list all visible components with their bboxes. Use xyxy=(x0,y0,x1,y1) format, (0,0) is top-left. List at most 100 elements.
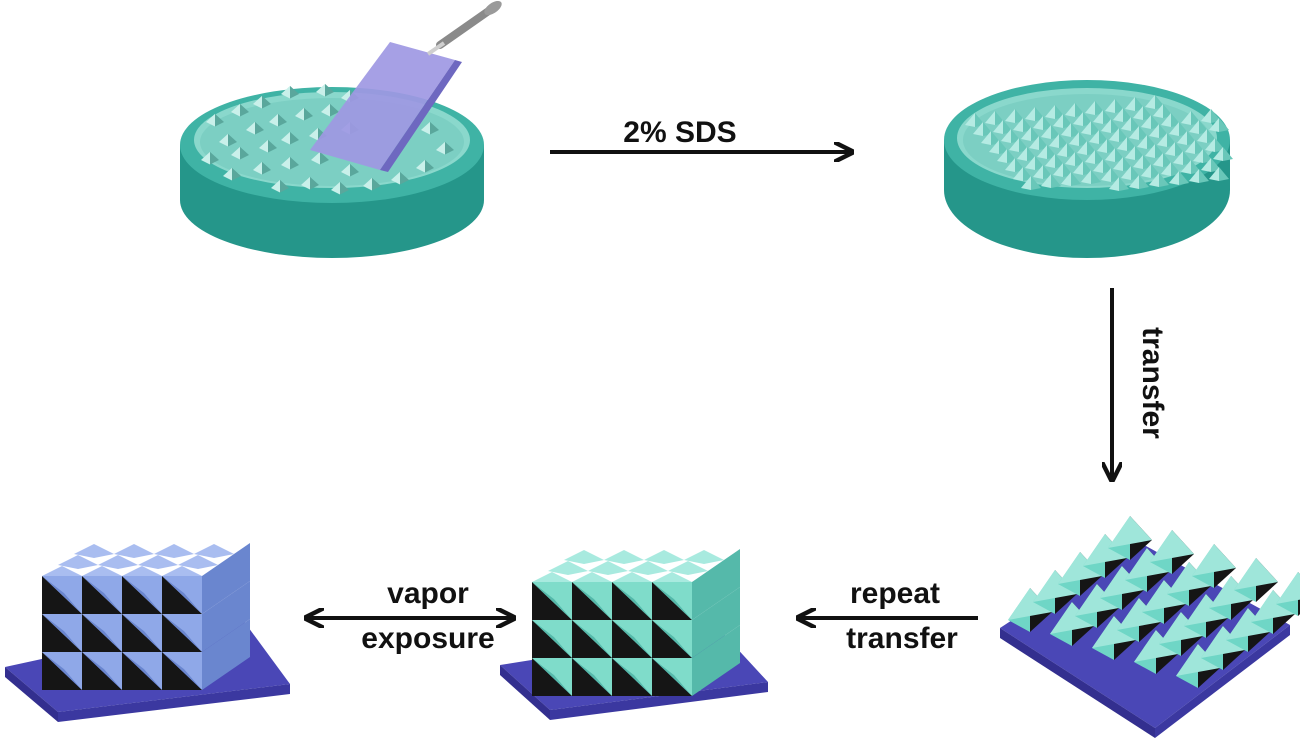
crystal-face xyxy=(532,582,572,620)
label-vapor: vapor xyxy=(387,577,469,610)
crystal-face xyxy=(202,603,218,652)
crystal-face xyxy=(1199,169,1209,183)
crystal-face xyxy=(1125,97,1135,111)
crystal-face xyxy=(321,103,330,117)
crystal-face xyxy=(1161,113,1171,127)
crystal-face xyxy=(1093,110,1103,124)
crystal-face xyxy=(1181,111,1191,125)
crystal-face xyxy=(271,179,280,193)
crystal-face xyxy=(564,550,604,564)
crystal-face xyxy=(1121,117,1131,131)
crystal-face xyxy=(612,658,652,696)
crystal-face xyxy=(1129,175,1139,189)
crystal-face xyxy=(1108,516,1152,548)
crystal-face xyxy=(430,121,439,135)
crystal-face xyxy=(1093,159,1103,173)
crystal-face xyxy=(1058,552,1102,584)
crystal-face xyxy=(350,163,359,177)
crystal-face xyxy=(1050,602,1094,634)
crystal-face xyxy=(1077,141,1087,155)
crystal-face xyxy=(1121,166,1131,180)
crystal-face xyxy=(445,141,454,155)
crystal-face xyxy=(1150,530,1194,562)
crystal-face xyxy=(154,544,194,558)
crystal-face xyxy=(290,131,299,145)
crystal-face xyxy=(234,619,250,668)
crystal-face xyxy=(1179,171,1189,185)
crystal-face xyxy=(572,658,612,696)
crystal-face xyxy=(692,609,708,658)
crystal-face xyxy=(1205,138,1215,152)
crystal-face xyxy=(1041,174,1051,188)
crystal-face xyxy=(122,652,162,690)
crystal-face xyxy=(1176,644,1220,676)
crystal-face xyxy=(74,544,114,558)
multilayer-crystal-stack xyxy=(532,549,740,696)
crystal-face xyxy=(1142,580,1186,612)
crystal-face xyxy=(162,576,202,614)
crystal-face xyxy=(1053,114,1063,128)
crystal-face xyxy=(162,614,202,652)
crystal-face xyxy=(1141,115,1151,129)
crystal-face xyxy=(1165,142,1175,156)
crystal-face xyxy=(122,576,162,614)
crystal-face xyxy=(1091,170,1101,184)
crystal-face xyxy=(532,658,572,696)
crystal-face xyxy=(1097,139,1107,153)
crystal-face xyxy=(1081,121,1091,135)
crystal-face xyxy=(421,121,430,135)
crystal-face xyxy=(1061,172,1071,186)
crystal-face xyxy=(708,560,724,609)
crystal-face xyxy=(391,171,400,185)
crystal-face xyxy=(268,139,277,153)
crystal-face xyxy=(234,543,250,592)
crystal-face xyxy=(612,582,652,620)
crystal-face xyxy=(1219,167,1229,181)
crystal-face xyxy=(1045,105,1055,119)
crystal-face xyxy=(400,171,409,185)
crystal-face xyxy=(572,582,612,620)
crystal-face xyxy=(320,151,329,165)
crystal-face xyxy=(1223,147,1233,161)
crystal-face xyxy=(255,121,264,135)
crystal-face xyxy=(1073,161,1083,175)
crystal-face xyxy=(1085,101,1095,115)
crystal-face xyxy=(325,83,334,97)
crystal-face xyxy=(122,614,162,652)
crystal-face xyxy=(1092,616,1136,648)
crystal-face xyxy=(240,103,249,117)
crystal-face xyxy=(985,111,995,125)
crystal-face xyxy=(309,127,318,141)
crystal-face xyxy=(425,159,434,173)
crystal-face xyxy=(1173,151,1183,165)
crystal-face xyxy=(1201,109,1211,123)
crystal-face xyxy=(1071,172,1081,186)
crystal-face xyxy=(281,85,290,99)
crystal-face xyxy=(278,113,287,127)
crystal-face xyxy=(1031,176,1041,190)
crystal-face xyxy=(1117,137,1127,151)
crystal-face xyxy=(1189,169,1199,183)
crystal-face xyxy=(1109,128,1119,142)
crystal-face xyxy=(301,176,310,190)
crystal-face xyxy=(262,95,271,109)
crystal-face xyxy=(1057,143,1067,157)
crystal-face xyxy=(572,620,612,658)
label-exposure: exposure xyxy=(361,622,494,655)
crystal-face xyxy=(1167,562,1211,594)
crystal-face xyxy=(1192,544,1236,576)
crystal-face xyxy=(231,103,240,117)
crystal-face xyxy=(202,565,218,614)
crystal-face xyxy=(997,149,1007,163)
crystal-face xyxy=(1251,590,1295,622)
crystal-face xyxy=(1083,534,1127,566)
crystal-face xyxy=(1149,124,1159,138)
crystal-face xyxy=(1213,147,1223,161)
crystal-face xyxy=(1113,157,1123,171)
crystal-face xyxy=(280,179,289,193)
crystal-face xyxy=(219,133,228,147)
crystal-face xyxy=(201,151,210,165)
crystal-face xyxy=(644,550,684,564)
crystal-face xyxy=(708,636,724,685)
